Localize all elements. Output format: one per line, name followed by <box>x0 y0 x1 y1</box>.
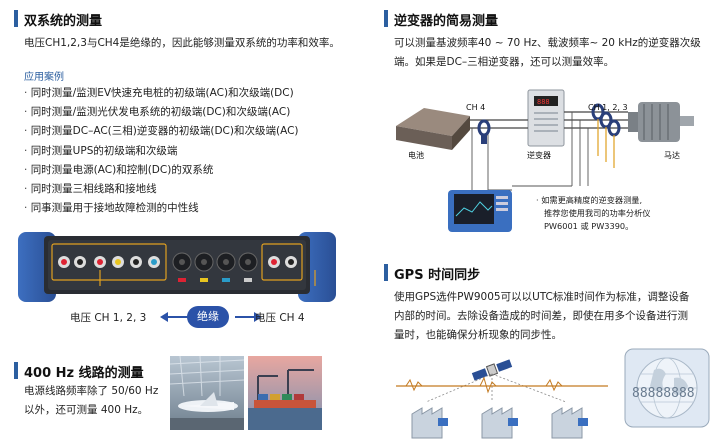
device-terminal-panel <box>18 232 336 302</box>
svg-text:888: 888 <box>537 98 550 106</box>
inverter-note: · 如需更高精度的逆变器测量, 推荐您使用我司的功率分析仪 PW6001 或 P… <box>536 194 650 233</box>
inverter-desc: 可以测量基波频率40 ~ 70 Hz、载波频率~ 20 kHz的逆变器次级 端。… <box>394 34 701 72</box>
motor-label: 马达 <box>664 151 680 160</box>
voltage-ch123-label: 电压 CH 1, 2, 3 <box>70 312 147 324</box>
power-meter-icon <box>448 190 512 232</box>
inverter-label: 逆变器 <box>527 151 551 160</box>
note-line: · 如需更高精度的逆变器测量, <box>536 195 643 205</box>
dual-title: 双系统的测量 <box>24 14 103 29</box>
list-item: 同时测量三相线路和接地线 <box>24 180 299 199</box>
hz400-desc: 电源线路频率除了 50/60 Hz 以外，还可测量 400 Hz。 <box>24 382 164 420</box>
dual-desc: 电压CH1,2,3与CH4是绝缘的，因此能够测量双系统的功率和效率。 <box>24 37 340 49</box>
insulation-badge: 绝缘 <box>187 306 229 328</box>
cases-label: 应用案例 <box>24 72 64 83</box>
world-clock-icon: 88888888 <box>624 348 710 428</box>
hz400-title: 400 Hz 线路的测量 <box>24 366 144 381</box>
section-marker <box>14 362 18 379</box>
gps-title: GPS 时间同步 <box>394 268 481 283</box>
ch4-label: CH 4 <box>466 103 486 112</box>
ch123-label: CH 1, 2, 3 <box>588 103 628 112</box>
list-item: 同时测量DC–AC(三相)逆变器的初级端(DC)和次级端(AC) <box>24 122 299 141</box>
gps-sync-diagram <box>396 359 608 439</box>
gps-desc-line: 量时，也能确保分析现象的同步性。 <box>394 329 562 341</box>
port-ship-photo <box>248 356 322 430</box>
hz400-desc-line: 以外，还可测量 400 Hz。 <box>24 404 149 416</box>
case-list: 同时测量/监测EV快速充电桩的初级端(AC)和次级端(DC) 同时测量/监测光伏… <box>24 84 299 218</box>
inverter-desc-line: 可以测量基波频率40 ~ 70 Hz、载波频率~ 20 kHz的逆变器次级 <box>394 37 701 49</box>
hz400-desc-line: 电源线路频率除了 50/60 Hz <box>24 385 159 397</box>
callout-lines <box>99 270 316 322</box>
inverter-desc-line: 端。如果是DC–三相逆变器，还可以测量效率。 <box>394 56 615 68</box>
battery-icon <box>396 108 470 150</box>
motor-icon <box>628 102 694 142</box>
inverter-icon: 888 <box>527 89 565 147</box>
gps-desc-line: 使用GPS选件PW9005可以以UTC标准时间作为标准，调整设备 <box>394 291 690 303</box>
aircraft-photo <box>170 356 244 430</box>
current-clamp-icon <box>477 119 491 144</box>
gps-desc: 使用GPS选件PW9005可以以UTC标准时间作为标准，调整设备 内部的时间。去… <box>394 288 689 345</box>
list-item: 同时测量/监测EV快速充电桩的初级端(AC)和次级端(DC) <box>24 84 299 103</box>
satellite-icon <box>471 359 513 381</box>
list-item: 同时测量UPS的初级端和次级端 <box>24 142 299 161</box>
list-item: 同时测量/监测光伏发电系统的初级端(DC)和次级端(AC) <box>24 103 299 122</box>
inverter-title: 逆变器的简易测量 <box>394 14 499 29</box>
section-marker <box>14 10 18 27</box>
section-marker <box>384 10 388 27</box>
gps-desc-line: 内部的时间。去除设备造成的时间差，即使在用多个设备进行测 <box>394 310 688 322</box>
battery-label: 电池 <box>408 151 424 160</box>
clock-digits: 88888888 <box>632 386 695 401</box>
voltage-ch4-label: 电压 CH 4 <box>255 312 305 324</box>
list-item: 同事测量用于接地故障检测的中性线 <box>24 199 299 218</box>
inverter-wiring-diagram: 888 <box>396 89 694 232</box>
note-line: PW6001 或 PW3390。 <box>544 221 634 231</box>
section-marker <box>384 264 388 281</box>
list-item: 同时测量电源(AC)和控制(DC)的双系统 <box>24 161 299 180</box>
note-line: 推荐您使用我司的功率分析仪 <box>544 208 651 218</box>
